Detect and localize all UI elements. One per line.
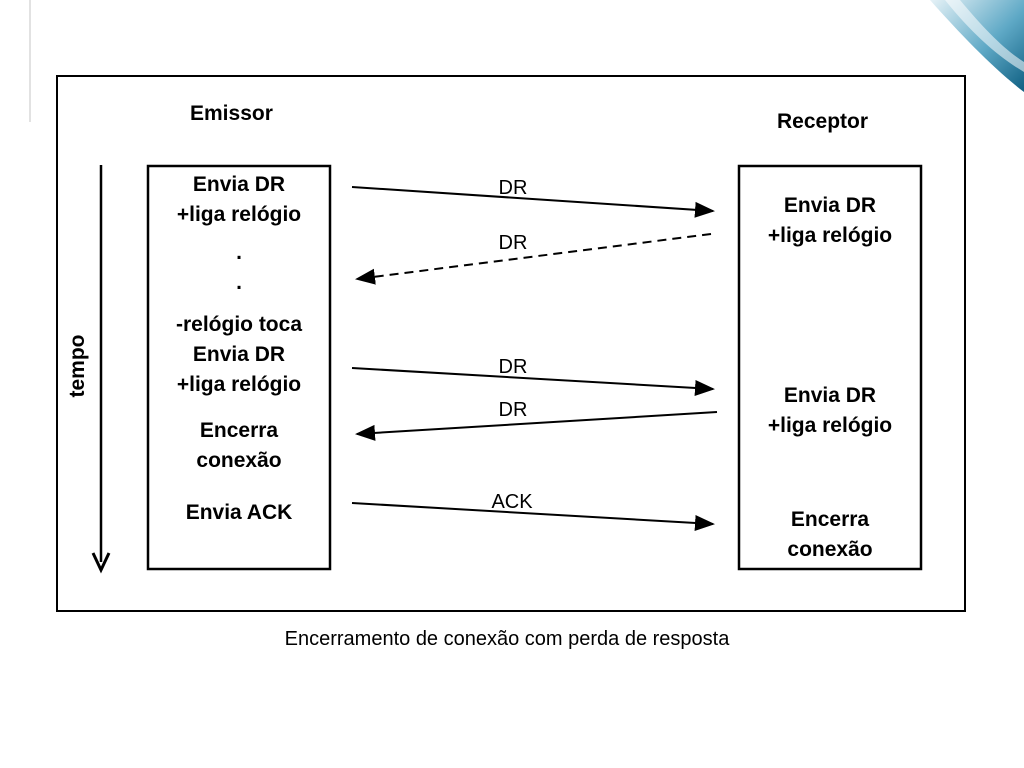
- sender-ellipsis-2: .: [236, 271, 242, 294]
- message-arrow-3: [351, 367, 715, 396]
- time-axis-arrowhead: [91, 552, 111, 574]
- sender-step-6: Encerra: [199, 419, 279, 442]
- receiver-step-1: Envia DR: [783, 194, 877, 217]
- message-label-4: DR: [498, 399, 528, 421]
- sender-step-4: Envia DR: [192, 343, 286, 366]
- sender-step-1: Envia DR: [192, 173, 286, 196]
- sender-ellipsis-1: .: [236, 241, 242, 264]
- receiver-step-6: conexão: [787, 538, 873, 561]
- sender-step-7: conexão: [196, 449, 282, 472]
- sender-title: Emissor: [190, 102, 273, 125]
- corner-swoosh: [930, 0, 1024, 92]
- figure-caption: Encerramento de conexão com perda de res…: [284, 628, 730, 650]
- message-arrow-1: [351, 186, 715, 218]
- message-label-3: DR: [498, 356, 528, 378]
- receiver-title: Receptor: [777, 110, 869, 133]
- message-arrow-4: [355, 411, 718, 441]
- corner-swoosh-highlight: [945, 0, 1024, 72]
- receiver-step-5: Encerra: [790, 508, 870, 531]
- receiver-box: [737, 164, 923, 571]
- sender-box: [146, 164, 332, 571]
- message-arrow-5: [351, 502, 715, 531]
- message-label-5: ACK: [491, 491, 533, 513]
- receiver-step-4: +liga relógio: [767, 414, 893, 437]
- message-label-1: DR: [498, 177, 528, 199]
- receiver-step-3: Envia DR: [783, 384, 877, 407]
- sender-step-3: -relógio toca: [175, 313, 302, 336]
- time-axis-label: tempo: [66, 334, 89, 398]
- sender-step-8: Envia ACK: [185, 501, 293, 524]
- receiver-step-2: +liga relógio: [767, 224, 893, 247]
- sender-step-2: +liga relógio: [176, 203, 302, 226]
- message-label-2: DR: [498, 232, 528, 254]
- sender-step-5: +liga relógio: [176, 373, 302, 396]
